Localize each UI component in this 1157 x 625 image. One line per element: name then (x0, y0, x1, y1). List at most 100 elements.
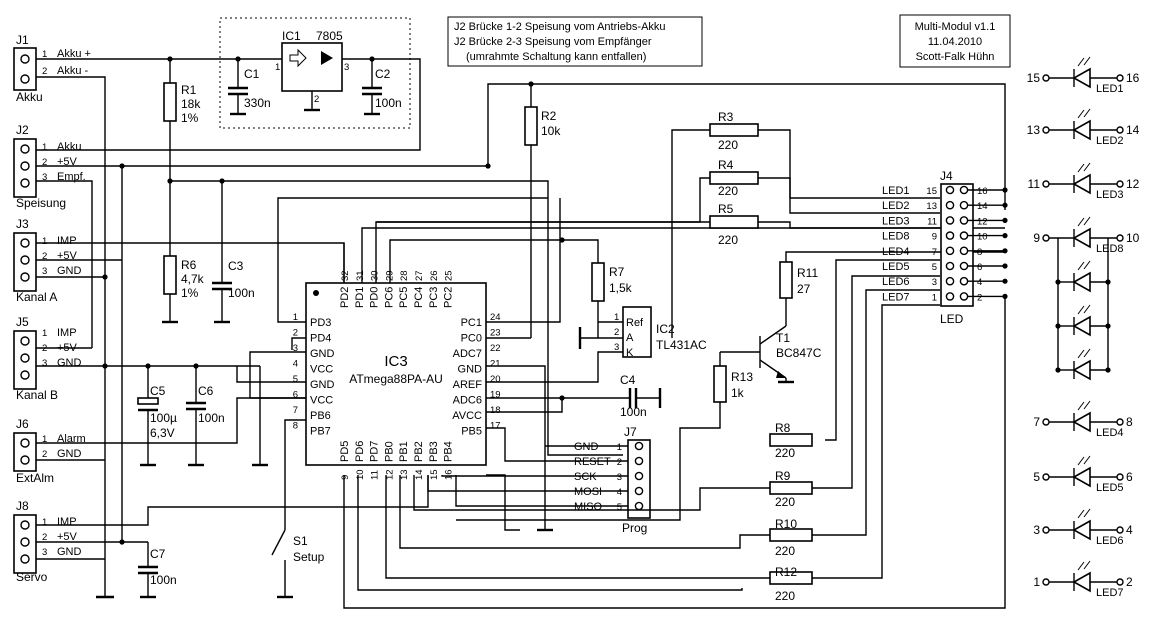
connector-j4-led: J4 LED (940, 169, 974, 326)
svg-text:18k: 18k (181, 97, 201, 111)
mcu-pin-name: PB7 (310, 426, 331, 438)
mcu-pin-name: AVCC (452, 410, 482, 422)
mcu-pin-name: GND (458, 364, 483, 376)
mcu-pin-name: PB2 (413, 441, 425, 462)
j4-pin-hole (959, 276, 969, 286)
led-diode-icon (1072, 119, 1091, 141)
svg-text:Akku: Akku (57, 141, 81, 153)
svg-text:Empf.: Empf. (57, 171, 86, 183)
mcu-pin-name: PB6 (310, 410, 331, 422)
svg-text:J6: J6 (16, 417, 29, 431)
svg-text:A: A (626, 332, 634, 344)
svg-text:K: K (626, 347, 634, 359)
mcu-pin-name: PB3 (428, 441, 440, 462)
svg-text:GND: GND (57, 357, 82, 369)
prog-pin-name: GND (574, 441, 599, 453)
mcu-pin-num: 12 (384, 469, 395, 480)
j4-pin-hole (945, 185, 955, 195)
mcu-pin-name: PC5 (398, 287, 410, 308)
j4-pin-hole (945, 261, 955, 271)
led-label: LED6 (1096, 535, 1124, 547)
switch-s1-setup[interactable]: S1 Setup (271, 419, 325, 599)
svg-text:Akku -: Akku - (57, 65, 89, 77)
svg-text:220: 220 (718, 138, 738, 152)
svg-text:100n: 100n (150, 573, 177, 587)
mcu-ref: IC3 (384, 353, 407, 370)
capacitor-c3: C3 100n (212, 181, 255, 324)
svg-text:R10: R10 (775, 517, 797, 531)
svg-text:+5V: +5V (57, 531, 78, 543)
light-rays-icon (1077, 348, 1091, 359)
svg-text:R8: R8 (775, 421, 791, 435)
mcu-pin-name: GND (310, 348, 335, 360)
light-rays-icon (1077, 108, 1091, 119)
j4-pin-hole (945, 276, 955, 286)
led-terminal (1116, 526, 1124, 534)
svg-text:1: 1 (42, 434, 47, 445)
svg-text:GND: GND (57, 546, 82, 558)
j4-row-label: LED8 (882, 231, 910, 243)
mcu-pin-num: 23 (490, 328, 501, 339)
svg-text:R9: R9 (775, 469, 791, 483)
led-pin-left: 11 (1028, 177, 1041, 191)
svg-text:220: 220 (718, 184, 738, 198)
led-pin-right: 12 (1126, 177, 1140, 191)
mcu-pin-num: 13 (399, 469, 410, 480)
mcu-pin-name: PC0 (461, 333, 482, 345)
svg-text:100µ: 100µ (150, 411, 177, 425)
resistor-r7: R7 1,5k (559, 237, 633, 322)
connector-j1: J1 Akku 12 Akku + Akku - (13, 33, 91, 104)
svg-text:TL431AC: TL431AC (656, 338, 707, 352)
svg-text:T1: T1 (776, 331, 790, 345)
ic1-pin2: 2 (314, 94, 319, 105)
j4-pin-right: 8 (977, 247, 982, 258)
svg-text:C5: C5 (150, 384, 166, 398)
note-line-1: J2 Brücke 1-2 Speisung vom Antriebs-Akku (454, 21, 666, 33)
svg-text:Setup: Setup (293, 550, 325, 564)
j4-pin-left: 15 (926, 186, 937, 197)
light-rays-icon (1077, 56, 1091, 67)
led-terminal (1116, 126, 1124, 134)
j4-row-label: LED5 (882, 261, 910, 273)
mcu-pin-name: PC3 (428, 287, 440, 308)
mcu-pin-num: 32 (340, 270, 351, 281)
j4-pin-left: 11 (927, 216, 937, 227)
led-terminal (1042, 180, 1050, 188)
prog-pin-num: 4 (617, 487, 622, 498)
led-pin-right: 8 (1126, 415, 1133, 429)
light-rays-icon (1077, 162, 1091, 173)
svg-text:IMP: IMP (57, 327, 77, 339)
prog-pin-num: 5 (617, 502, 622, 513)
svg-text:1%: 1% (181, 286, 199, 300)
j4-row-label: LED3 (882, 215, 910, 227)
svg-text:S1: S1 (293, 534, 308, 548)
led-terminal (1042, 74, 1050, 82)
j4-row-label: LED4 (882, 246, 910, 258)
note-box (447, 16, 703, 67)
led-terminal (1042, 234, 1050, 242)
mcu-pin-num: 22 (490, 343, 501, 354)
junction-dot (1002, 248, 1008, 254)
resistor-r8: R8 220 (486, 259, 940, 531)
svg-text:C7: C7 (150, 547, 166, 561)
mcu-pin-name: PC4 (413, 287, 425, 308)
svg-text:IMP: IMP (57, 516, 77, 528)
resistor-r6: R6 4,7k 1% (162, 255, 205, 324)
divider-wire (170, 180, 623, 456)
connector-j7-prog[interactable]: J7 Prog (622, 425, 651, 535)
led-label: LED2 (1096, 135, 1124, 147)
svg-text:IC2: IC2 (656, 322, 675, 336)
mcu-pin-num: 26 (429, 270, 440, 281)
resistor-r9: R9 220 (413, 275, 940, 511)
mcu-pin-name: PB0 (383, 441, 395, 462)
svg-text:J5: J5 (16, 315, 29, 329)
led-terminal (1116, 180, 1124, 188)
resistor-r13: R13 1k (456, 352, 753, 521)
connector-j5: J5 Kanal B 123 IMP +5V GND (13, 315, 82, 402)
svg-text:+5V: +5V (57, 250, 78, 262)
mcu-pin-name: GND (310, 379, 335, 391)
